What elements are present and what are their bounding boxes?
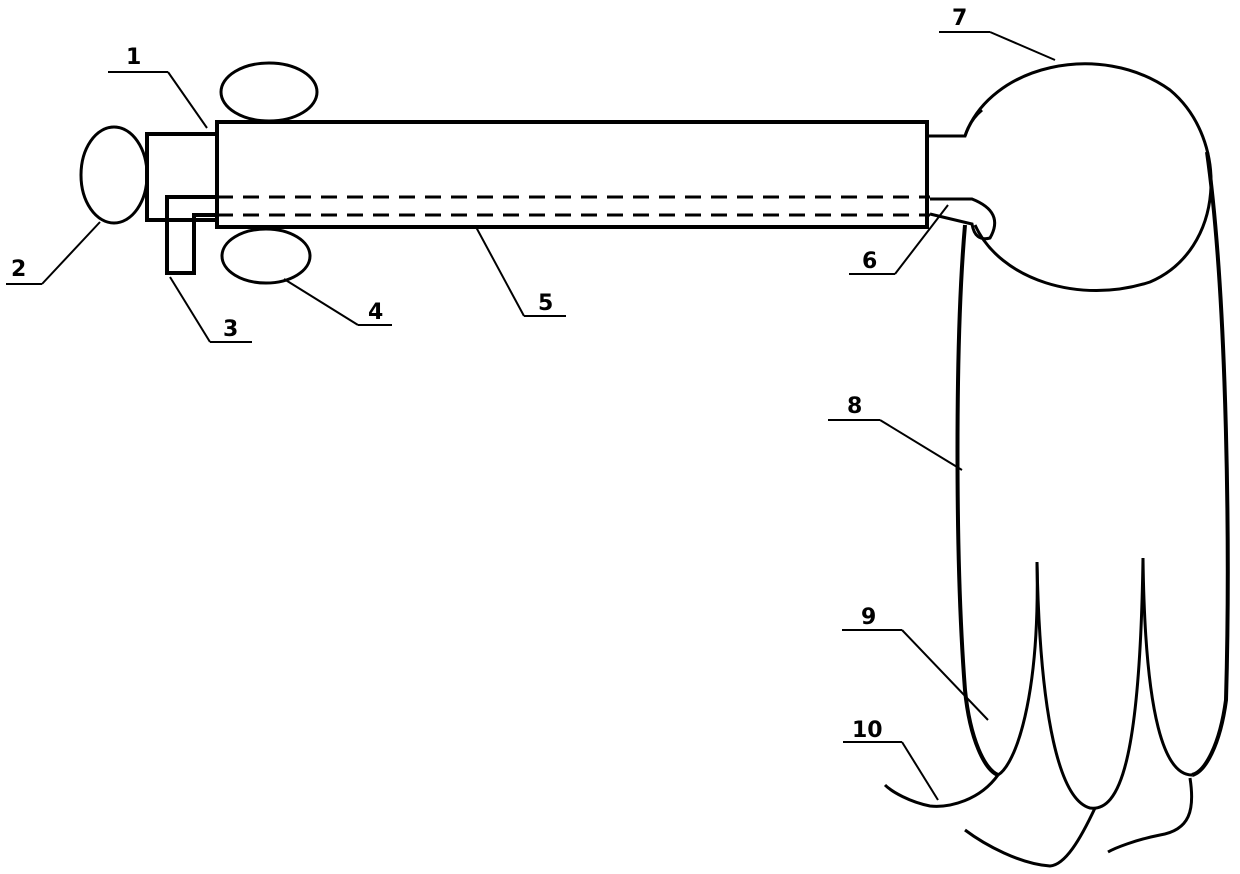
lobe-line-left-inner bbox=[1037, 558, 1143, 808]
label-7: 7 bbox=[952, 6, 967, 31]
l-port bbox=[167, 197, 217, 273]
balloon-neck bbox=[927, 110, 982, 136]
label-10: 10 bbox=[852, 718, 883, 743]
finger-grip-top bbox=[221, 63, 317, 121]
label-8: 8 bbox=[847, 394, 862, 419]
balloon bbox=[965, 64, 1211, 291]
string-3 bbox=[1108, 778, 1192, 852]
string-1 bbox=[885, 775, 998, 806]
string-2 bbox=[965, 808, 1095, 866]
leader-line-7 bbox=[990, 32, 1055, 60]
label-4: 4 bbox=[368, 300, 383, 325]
leader-line-9 bbox=[902, 630, 988, 720]
finger-grip-bottom bbox=[222, 229, 310, 283]
leader-line-5 bbox=[476, 227, 524, 316]
label-3: 3 bbox=[223, 317, 238, 342]
lobe-line-left bbox=[998, 562, 1037, 775]
leader-line-4 bbox=[284, 279, 358, 325]
leader-line-8 bbox=[880, 420, 962, 470]
label-1: 1 bbox=[126, 45, 141, 70]
sheath-left bbox=[958, 225, 999, 775]
sheath-right bbox=[1192, 152, 1228, 775]
leader-line-3 bbox=[170, 277, 210, 342]
main-tube bbox=[217, 122, 927, 227]
leader-line-2 bbox=[42, 222, 100, 284]
handle-block bbox=[147, 134, 217, 220]
label-6: 6 bbox=[862, 249, 877, 274]
label-2: 2 bbox=[11, 257, 26, 282]
leader-line-1 bbox=[168, 72, 207, 128]
rear-knob bbox=[81, 127, 147, 223]
leader-line-10 bbox=[902, 742, 938, 800]
label-5: 5 bbox=[538, 291, 553, 316]
label-9: 9 bbox=[861, 605, 876, 630]
lobe-line-right bbox=[1143, 558, 1192, 775]
